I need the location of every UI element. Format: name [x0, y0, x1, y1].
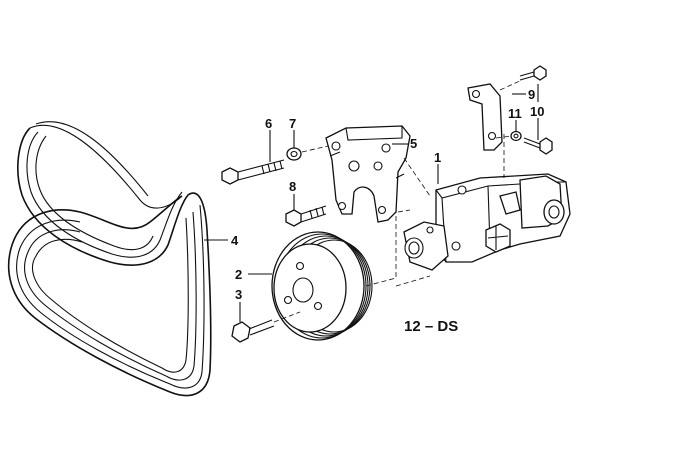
drive-belt: [7, 121, 212, 397]
leader-lines: [204, 84, 539, 322]
short-bolt: [285, 205, 327, 227]
bracket-bolt-lower: [523, 137, 553, 155]
diagram-code: 12 – DS: [404, 318, 458, 335]
pulley: [271, 231, 373, 341]
callout-1: 1: [434, 150, 441, 165]
callout-3: 3: [235, 287, 242, 302]
mounting-bracket: [325, 125, 411, 223]
callout-4: 4: [231, 233, 239, 248]
bracket-bolt-upper: [519, 65, 547, 81]
support-bracket: [467, 83, 503, 151]
callout-8: 8: [289, 179, 296, 194]
washer: [286, 147, 302, 161]
bracket-washer: [510, 130, 522, 142]
power-steering-pump: [403, 173, 571, 271]
callout-6: 6: [265, 116, 272, 131]
callout-7: 7: [289, 116, 296, 131]
pulley-bolt: [231, 319, 275, 343]
callout-5: 5: [410, 136, 417, 151]
long-bolt: [221, 159, 285, 185]
callout-10: 10: [530, 104, 544, 119]
callout-2: 2: [235, 267, 242, 282]
callout-11: 11: [508, 106, 522, 121]
callout-9: 9: [528, 87, 535, 102]
